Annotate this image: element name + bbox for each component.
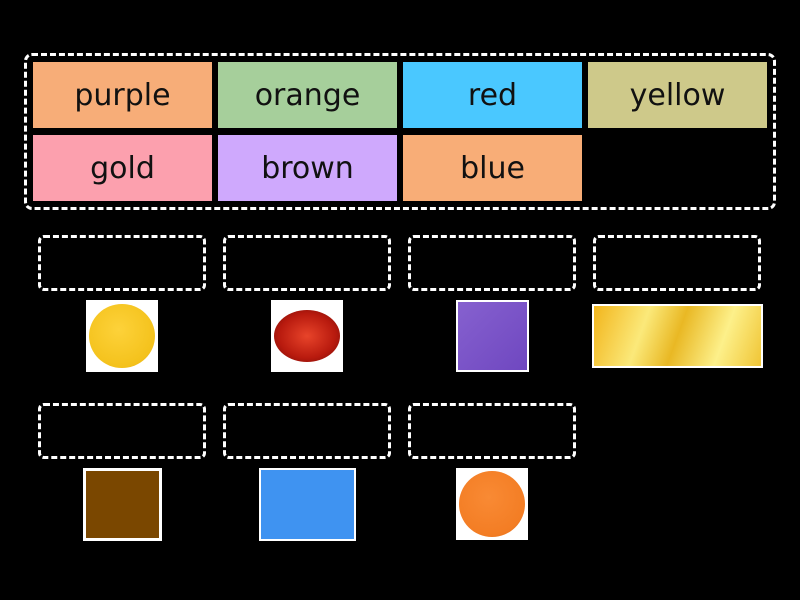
drop-slot-5[interactable] bbox=[38, 403, 206, 459]
tile-label: red bbox=[467, 77, 518, 113]
blue-rectangle-image bbox=[259, 468, 356, 541]
tile-label: blue bbox=[460, 150, 525, 186]
drop-slot-7[interactable] bbox=[408, 403, 576, 459]
tile-label: purple bbox=[74, 77, 171, 113]
orange-paint-blob-image bbox=[456, 468, 528, 540]
drop-slot-3[interactable] bbox=[408, 235, 576, 291]
tile-red[interactable]: red bbox=[403, 62, 582, 128]
yellow-paint-blob-image bbox=[86, 300, 158, 372]
tile-brown[interactable]: brown bbox=[218, 135, 397, 201]
drop-slot-1[interactable] bbox=[38, 235, 206, 291]
word-bank bbox=[24, 53, 776, 210]
gold-bar-image bbox=[592, 304, 763, 368]
tile-label: brown bbox=[261, 150, 354, 186]
tile-orange[interactable]: orange bbox=[218, 62, 397, 128]
tile-yellow[interactable]: yellow bbox=[588, 62, 767, 128]
drop-slot-2[interactable] bbox=[223, 235, 391, 291]
tile-gold[interactable]: gold bbox=[33, 135, 212, 201]
tile-label: gold bbox=[90, 150, 155, 186]
tile-label: orange bbox=[254, 77, 361, 113]
brown-square-image bbox=[83, 468, 162, 541]
tile-purple[interactable]: purple bbox=[33, 62, 212, 128]
purple-square-image bbox=[456, 300, 529, 372]
drop-slot-6[interactable] bbox=[223, 403, 391, 459]
red-gem-image bbox=[271, 300, 343, 372]
tile-blue[interactable]: blue bbox=[403, 135, 582, 201]
tile-label: yellow bbox=[629, 77, 726, 113]
drop-slot-4[interactable] bbox=[593, 235, 761, 291]
